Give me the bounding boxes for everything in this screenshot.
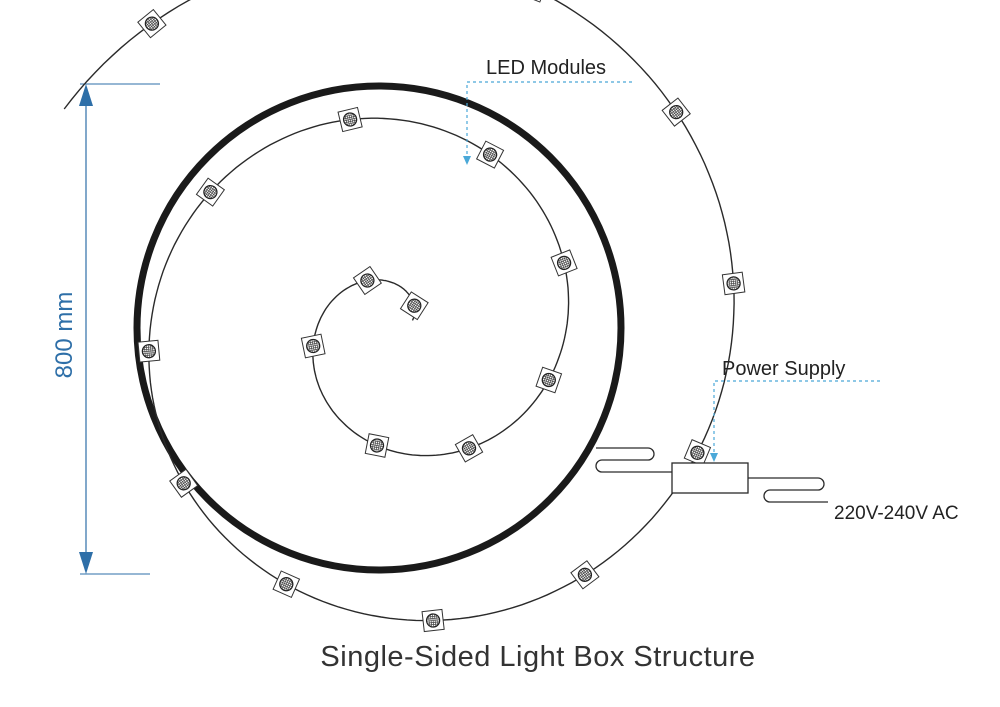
led-module-icon <box>352 265 383 296</box>
led-module-icon <box>195 177 226 207</box>
power-cord <box>595 447 828 503</box>
led-module-icon <box>683 439 712 467</box>
power-cord-output <box>748 477 828 503</box>
led-module-icon <box>721 271 746 296</box>
power-cord-input <box>595 447 672 473</box>
power-supply-callout: Power Supply <box>710 358 880 462</box>
dimension-indicator: 800 mm <box>51 83 160 575</box>
power-supply-leader <box>713 380 880 457</box>
led-module-icon <box>364 433 390 458</box>
leader-arrow-icon <box>463 156 471 165</box>
leader-arrow-icon <box>710 453 718 462</box>
dimension-label: 800 mm <box>51 292 78 379</box>
led-module-icon <box>137 339 161 363</box>
led-module-icon <box>454 433 484 463</box>
led-module-icon <box>421 608 445 633</box>
light-box-frame <box>133 82 625 574</box>
led-module-icon <box>661 97 691 127</box>
led-module-icon <box>535 366 563 394</box>
led-modules-leader <box>466 81 632 160</box>
led-modules-label: LED Modules <box>486 57 606 79</box>
led-module-icon <box>399 291 429 321</box>
input-voltage-label: 220V-240V AC <box>834 503 959 524</box>
led-module-icon <box>272 570 301 599</box>
led-module-group <box>137 0 746 633</box>
led-module-icon <box>337 106 363 133</box>
dimension-arrow-icon <box>79 552 93 574</box>
led-module-icon <box>169 468 199 498</box>
led-module-icon <box>137 8 167 39</box>
power-supply-label: Power Supply <box>722 358 845 380</box>
power-supply-icon <box>671 462 749 494</box>
led-module-icon <box>300 333 326 359</box>
led-module-icon <box>520 0 548 3</box>
led-modules-callout: LED Modules <box>463 57 632 165</box>
led-module-icon <box>550 249 578 277</box>
led-module-icon <box>570 560 600 590</box>
dimension-arrow-icon <box>79 84 93 106</box>
diagram-title: Single-Sided Light Box Structure <box>320 641 755 673</box>
led-wiring-spiral <box>63 0 735 622</box>
led-module-icon <box>475 140 505 169</box>
